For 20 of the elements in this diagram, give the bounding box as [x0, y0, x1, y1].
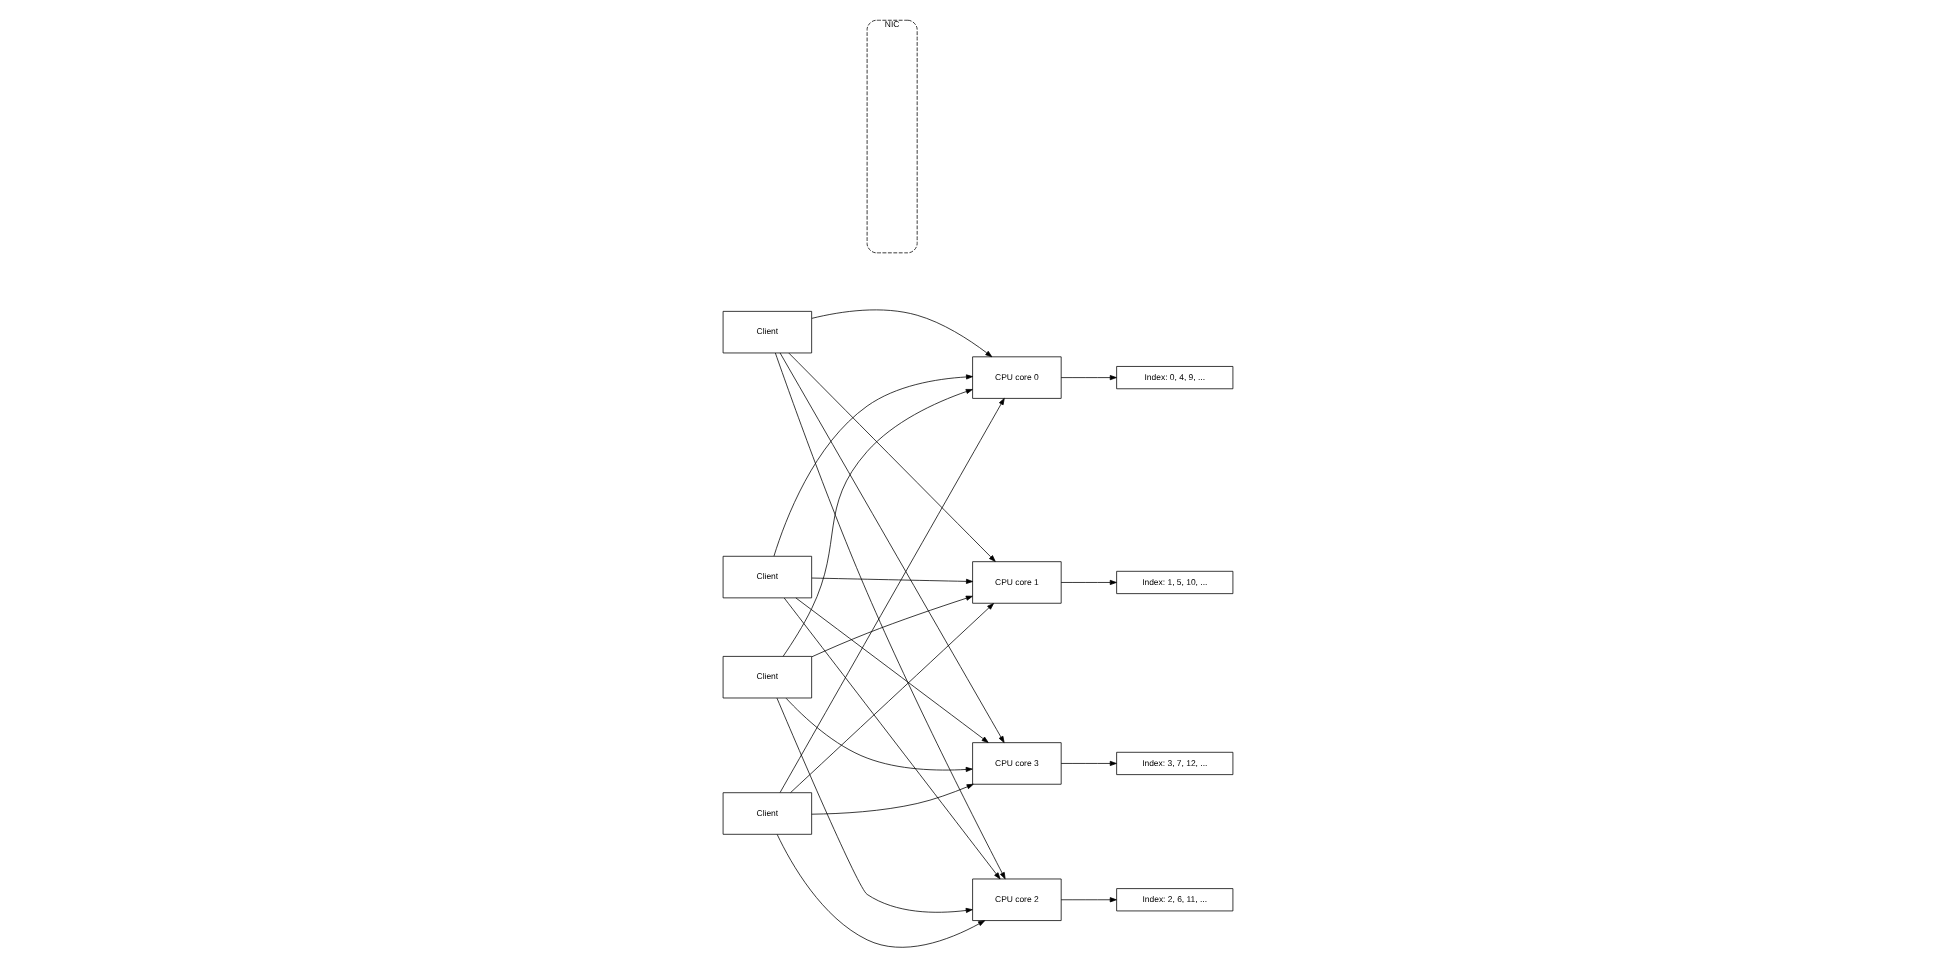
arrow: [773, 352, 1005, 880]
arrow: [1059, 579, 1116, 585]
arrow: [775, 697, 972, 913]
arrow: [775, 834, 985, 948]
arrow: [810, 783, 973, 815]
arrow: [782, 597, 1000, 880]
arrow: [772, 374, 972, 557]
arrow: [787, 352, 995, 562]
arrow: [810, 577, 972, 584]
arrow: [794, 597, 988, 743]
arrow: [810, 595, 972, 658]
arrow: [1059, 375, 1116, 381]
arrow: [789, 603, 993, 793]
arrow: [778, 352, 1004, 743]
arrow: [781, 389, 972, 657]
arrow: [810, 309, 992, 358]
arrow: [778, 398, 1004, 793]
arrow: [1059, 897, 1116, 903]
arrow: [1059, 760, 1116, 766]
arrow: [784, 697, 972, 772]
